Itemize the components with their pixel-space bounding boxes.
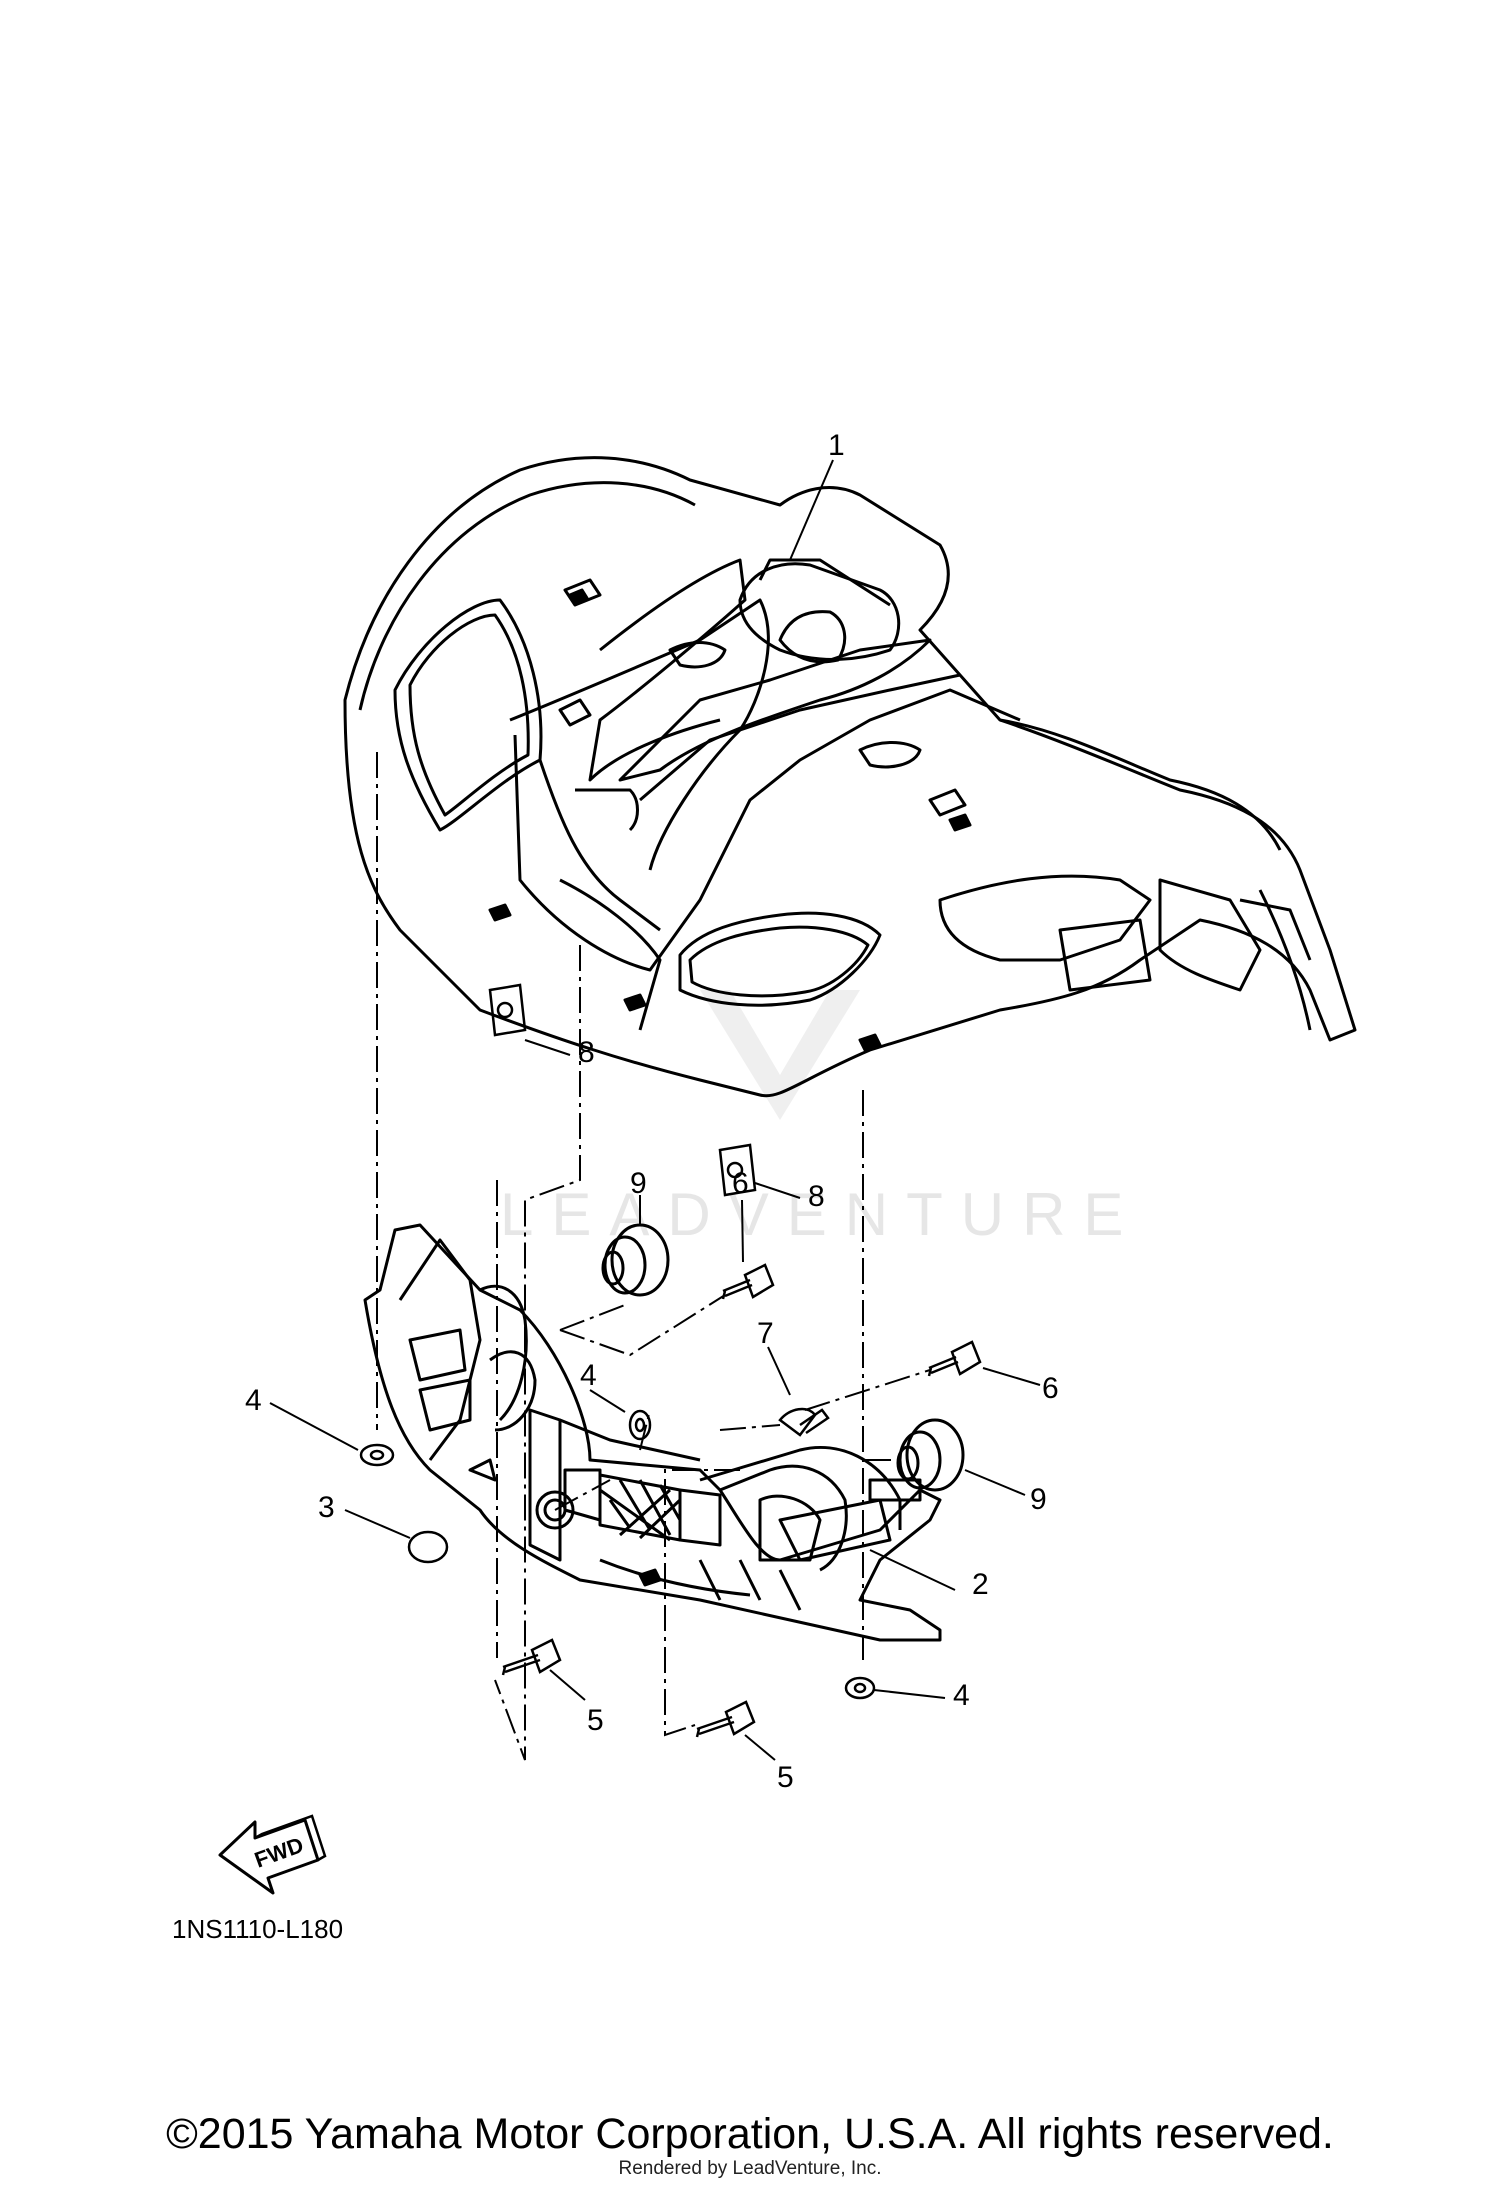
rendered-by-notice: Rendered by LeadVenture, Inc. (618, 2158, 882, 2179)
watermark-text: LEADVENTURE (500, 1181, 1141, 1248)
clip-part-8 (488, 983, 757, 1197)
callouts: 1 2 3 4 4 4 5 5 6 6 7 8 8 9 9 (245, 429, 1059, 1794)
callout-7: 7 (757, 1317, 774, 1350)
fwd-arrow-icon (218, 1818, 320, 1895)
callout-4-center: 4 (580, 1359, 597, 1392)
plug-part-3 (407, 1530, 449, 1564)
copyright-notice: ©2015 Yamaha Motor Corporation, U.S.A. A… (166, 2110, 1334, 2158)
fwd-arrow: FWD (218, 1814, 327, 1895)
callout-5-right: 5 (777, 1761, 794, 1794)
callout-4-left: 4 (245, 1384, 262, 1417)
callout-6-right: 6 (1042, 1372, 1059, 1405)
watermark-logo (700, 990, 860, 1120)
callout-8-right: 8 (808, 1180, 825, 1213)
callout-9-right: 9 (1030, 1483, 1047, 1516)
callout-9-top: 9 (630, 1167, 647, 1200)
callout-5-left: 5 (587, 1704, 604, 1737)
watermark: LEADVENTURE (500, 990, 1141, 1248)
part-code: 1NS1110-L180 (172, 1914, 343, 1944)
callout-3: 3 (318, 1491, 335, 1524)
cap-part-9 (601, 1223, 965, 1492)
callout-1: 1 (828, 429, 845, 462)
callout-6-top: 6 (732, 1167, 749, 1200)
washer-part-4 (359, 1409, 876, 1700)
callout-2: 2 (972, 1568, 989, 1601)
leader-lines (269, 459, 1041, 1761)
bolt-part-6 (721, 1263, 982, 1377)
callout-8-left: 8 (578, 1036, 595, 1069)
front-fender (343, 456, 1357, 1098)
assembly-lines (376, 752, 931, 1761)
front-grille-guard (363, 1223, 942, 1642)
rivet-part-7 (778, 1407, 830, 1437)
bolt-part-5 (501, 1638, 756, 1738)
callout-4-right: 4 (953, 1679, 970, 1712)
